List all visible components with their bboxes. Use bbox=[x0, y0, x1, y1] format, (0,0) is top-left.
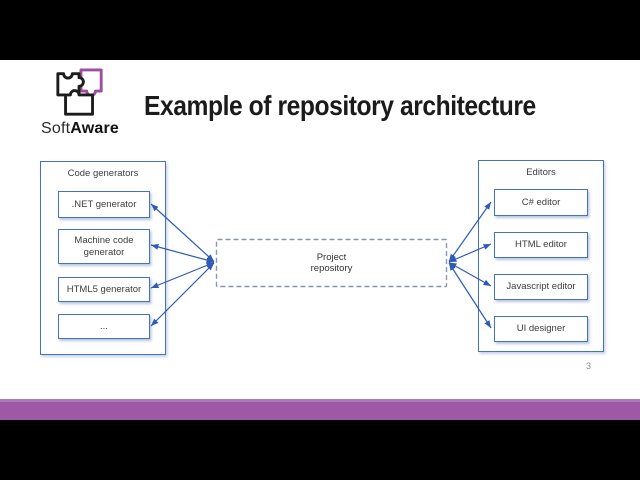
editors-group: Editors C# editor HTML editor Javascript… bbox=[478, 160, 604, 352]
repository-box-label: Project repository bbox=[216, 239, 447, 287]
code-generators-group: Code generators .NET generator Machine c… bbox=[40, 161, 166, 355]
slide-bottom-accent-bar bbox=[0, 399, 640, 420]
generator-box-dotnet: .NET generator bbox=[58, 191, 150, 218]
repository-label-line1: Project bbox=[316, 252, 347, 263]
slide-title: Example of repository architecture bbox=[144, 90, 536, 121]
repository-label-line2: repository bbox=[310, 263, 353, 274]
softaware-logo: SoftAware bbox=[36, 67, 124, 138]
logo-text-aware: Aware bbox=[70, 120, 119, 137]
logo-wordmark: SoftAware bbox=[36, 120, 124, 138]
generator-box-machine-code: Machine code generator bbox=[58, 229, 150, 264]
editor-box-ui-designer: UI designer bbox=[494, 316, 588, 342]
logo-text-soft: Soft bbox=[41, 120, 71, 137]
puzzle-pieces-icon bbox=[36, 67, 124, 119]
code-generators-label: Code generators bbox=[67, 168, 139, 179]
generator-box-ellipsis: ... bbox=[58, 314, 150, 339]
editors-label: Editors bbox=[526, 167, 556, 178]
generator-box-html5: HTML5 generator bbox=[58, 277, 150, 302]
slide-page-number: 3 bbox=[586, 361, 592, 371]
editor-box-javascript: Javascript editor bbox=[494, 274, 588, 300]
editor-box-csharp: C# editor bbox=[494, 189, 588, 216]
editor-box-html: HTML editor bbox=[494, 232, 588, 258]
